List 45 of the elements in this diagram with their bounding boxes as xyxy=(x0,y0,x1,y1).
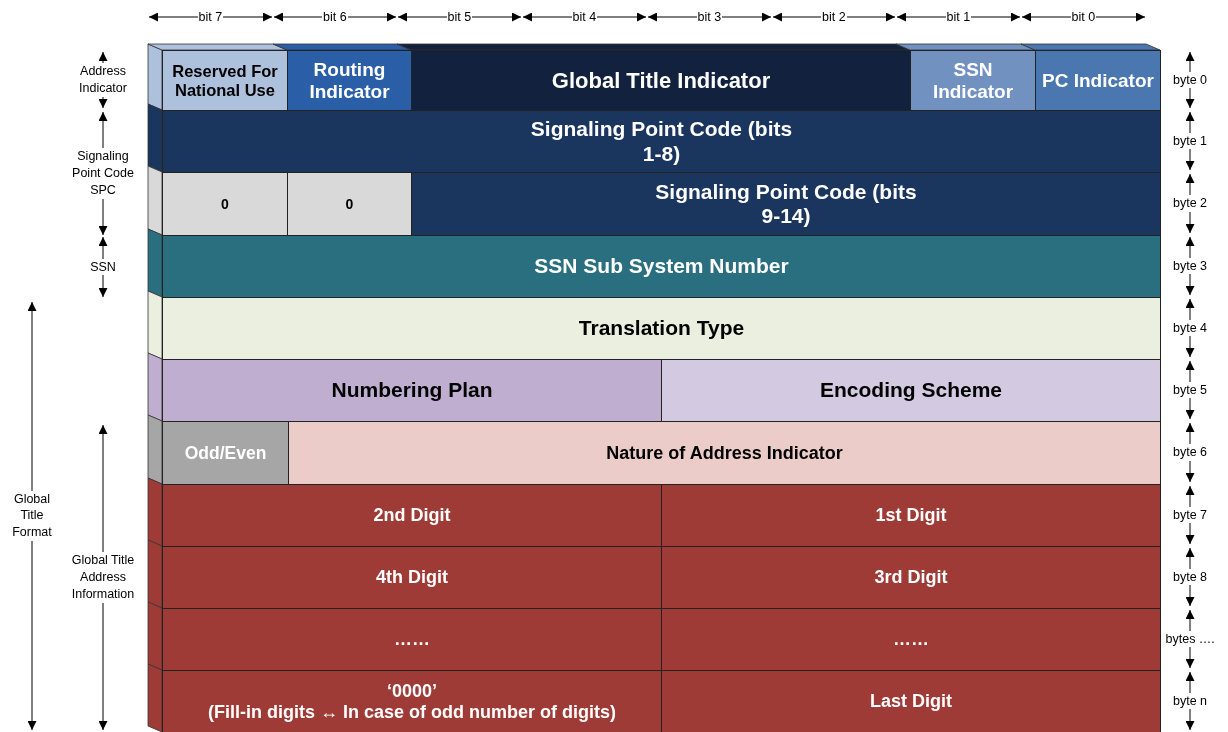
field-label: Nature of Address Indicator xyxy=(606,442,843,464)
field-label: 3rd Digit xyxy=(874,567,948,588)
field-box xyxy=(661,608,1161,671)
field-label: Global Title Indicator xyxy=(551,67,771,94)
byte-label: byte 8 xyxy=(1173,568,1208,586)
byte-label: bytes …. xyxy=(1165,630,1215,648)
byte-label: byte 7 xyxy=(1173,506,1208,524)
field-label: Odd/Even xyxy=(184,442,267,464)
field-label: ‘0000’ xyxy=(386,680,437,702)
field-label: Reserved For National Use xyxy=(171,61,279,100)
byte-label: byte 4 xyxy=(1173,319,1208,337)
field-box xyxy=(661,670,1161,732)
field-box xyxy=(287,172,412,236)
field-label: SSN Sub System Number xyxy=(534,254,789,279)
field-label: Routing Indicator xyxy=(308,58,391,103)
field-box xyxy=(661,484,1161,547)
field-label: …… xyxy=(893,629,929,650)
field-box xyxy=(288,421,1161,485)
field-label: 4th Digit xyxy=(376,567,448,588)
field-label: 1st Digit xyxy=(875,505,947,526)
field-box xyxy=(411,50,911,111)
byte-label: byte 2 xyxy=(1173,195,1208,212)
field-label: …… xyxy=(394,629,430,650)
byte-label: byte 3 xyxy=(1173,257,1208,275)
field-box xyxy=(661,546,1161,609)
field-label: Translation Type xyxy=(578,316,745,341)
field-label: 0 xyxy=(345,195,354,213)
field-label: Numbering Plan xyxy=(331,378,493,403)
field-group-label: Global Title Address Information xyxy=(70,552,136,603)
field-label: 2nd Digit xyxy=(373,505,451,526)
byte-label: byte n xyxy=(1173,692,1208,710)
field-box xyxy=(411,172,1161,236)
field-label: Signaling Point Code (bits 1-8) xyxy=(529,117,794,166)
field-label: SSN Indicator xyxy=(931,58,1015,103)
field-label: PC Indicator xyxy=(1042,69,1154,92)
field-label: (Fill-in digits ↔ In case of odd number of digits) xyxy=(208,701,616,723)
byte-label: byte 1 xyxy=(1173,132,1208,150)
byte-label: byte 5 xyxy=(1173,381,1208,399)
field-label: Signaling Point Code (bits 9-14) xyxy=(654,179,918,229)
field-label: Encoding Scheme xyxy=(819,378,1002,403)
field-box xyxy=(661,359,1161,422)
byte-label: byte 6 xyxy=(1173,444,1208,461)
field-label: 0 xyxy=(221,195,229,213)
byte-label: byte 0 xyxy=(1173,71,1208,89)
field-label: Last Digit xyxy=(870,691,952,712)
